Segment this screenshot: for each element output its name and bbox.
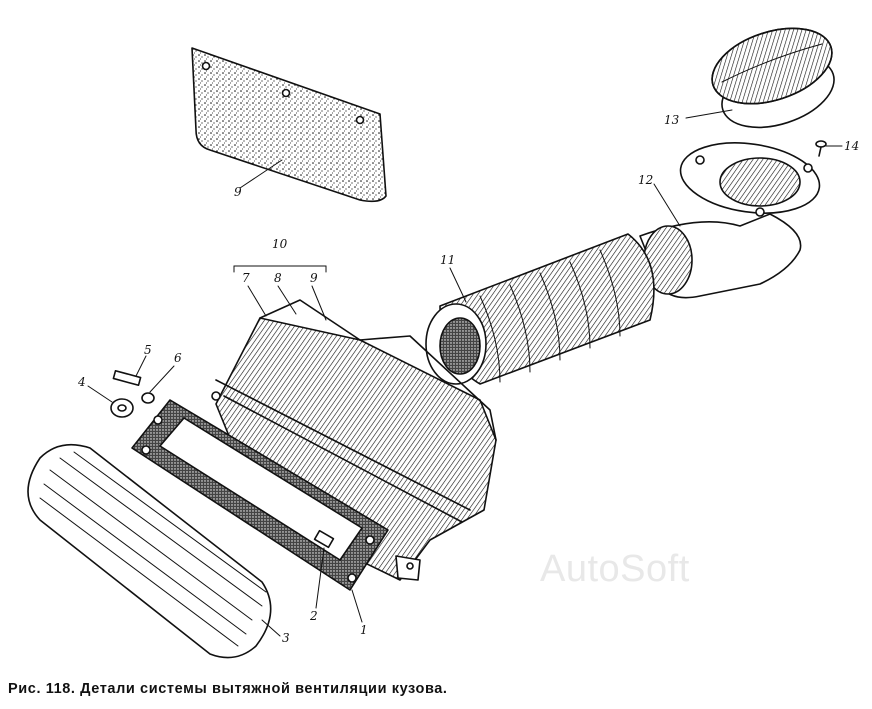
callout-12: 12 xyxy=(638,173,653,187)
callout-5: 5 xyxy=(144,343,152,357)
callout-9-gasket: 9 xyxy=(310,271,318,285)
leader-lines xyxy=(87,109,843,637)
corrugated-hose-part-11 xyxy=(425,233,655,385)
callout-labels: 9 10 7 8 9 11 12 13 14 5 6 4 2 1 3 xyxy=(77,113,859,645)
callout-10: 10 xyxy=(272,237,288,251)
callout-11: 11 xyxy=(440,253,455,267)
round-grille-part-13 xyxy=(711,27,835,129)
figure-caption: Рис. 118. Детали системы вытяжной вентил… xyxy=(8,681,448,697)
callout-2-clip: 2 xyxy=(309,609,318,623)
callout-4: 4 xyxy=(77,375,86,389)
watermark: AutoSoft xyxy=(540,548,690,590)
callout-8: 8 xyxy=(274,271,282,285)
elbow-flange-part-12 xyxy=(639,142,821,299)
callout-6: 6 xyxy=(174,351,182,365)
screw-part-14 xyxy=(815,140,827,157)
callout-13: 13 xyxy=(664,113,680,127)
callout-14: 14 xyxy=(844,139,859,153)
cover-plate-part-9 xyxy=(191,47,387,203)
clip-part-2 xyxy=(313,529,335,549)
callout-3: 3 xyxy=(282,631,290,645)
callout-1: 1 xyxy=(360,623,368,637)
louvred-grille-part-3 xyxy=(27,443,272,659)
callout-7-gasket: 7 xyxy=(242,271,250,285)
callout-9-cover: 9 xyxy=(234,185,242,199)
fasteners-parts-4-5-6 xyxy=(110,369,155,418)
